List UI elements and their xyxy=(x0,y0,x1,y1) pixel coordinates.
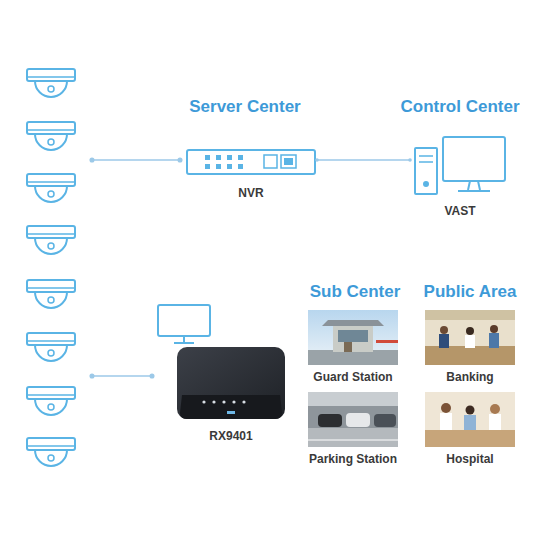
guard-station-photo xyxy=(308,310,398,365)
node-label: VAST xyxy=(390,204,530,218)
camera-link-lines xyxy=(90,158,182,378)
nvr-box: NVR xyxy=(185,148,317,200)
node-label: Parking Station xyxy=(287,452,419,466)
section-heading: Public Area xyxy=(370,282,540,302)
node-label: Hospital xyxy=(404,452,536,466)
link-line xyxy=(317,159,410,161)
node-label: RX9401 xyxy=(150,429,312,443)
workstation-icon xyxy=(415,137,505,194)
nvr-device xyxy=(187,150,315,174)
monitor-icon xyxy=(158,305,210,343)
photo-box: Parking Station xyxy=(307,391,399,466)
node-label: NVR xyxy=(165,186,337,200)
photo-box: Banking xyxy=(424,309,516,384)
workstation-box: VAST xyxy=(410,133,510,218)
receiver-box: RX9401 xyxy=(170,340,292,443)
camera-column xyxy=(27,69,75,466)
rx9401-device xyxy=(177,347,285,419)
photo-box: Guard Station xyxy=(307,309,399,384)
parking-photo xyxy=(308,392,398,447)
section-heading: Server Center xyxy=(145,97,345,117)
node-label: Guard Station xyxy=(287,370,419,384)
link-end-dot xyxy=(408,158,412,162)
link-end-dot xyxy=(315,158,319,162)
section-heading: Control Center xyxy=(360,97,540,117)
node-label: Banking xyxy=(404,370,536,384)
link-end-dot xyxy=(315,158,412,162)
photo-box: Hospital xyxy=(424,391,516,466)
hospital-photo xyxy=(425,392,515,447)
banking-photo xyxy=(425,310,515,365)
